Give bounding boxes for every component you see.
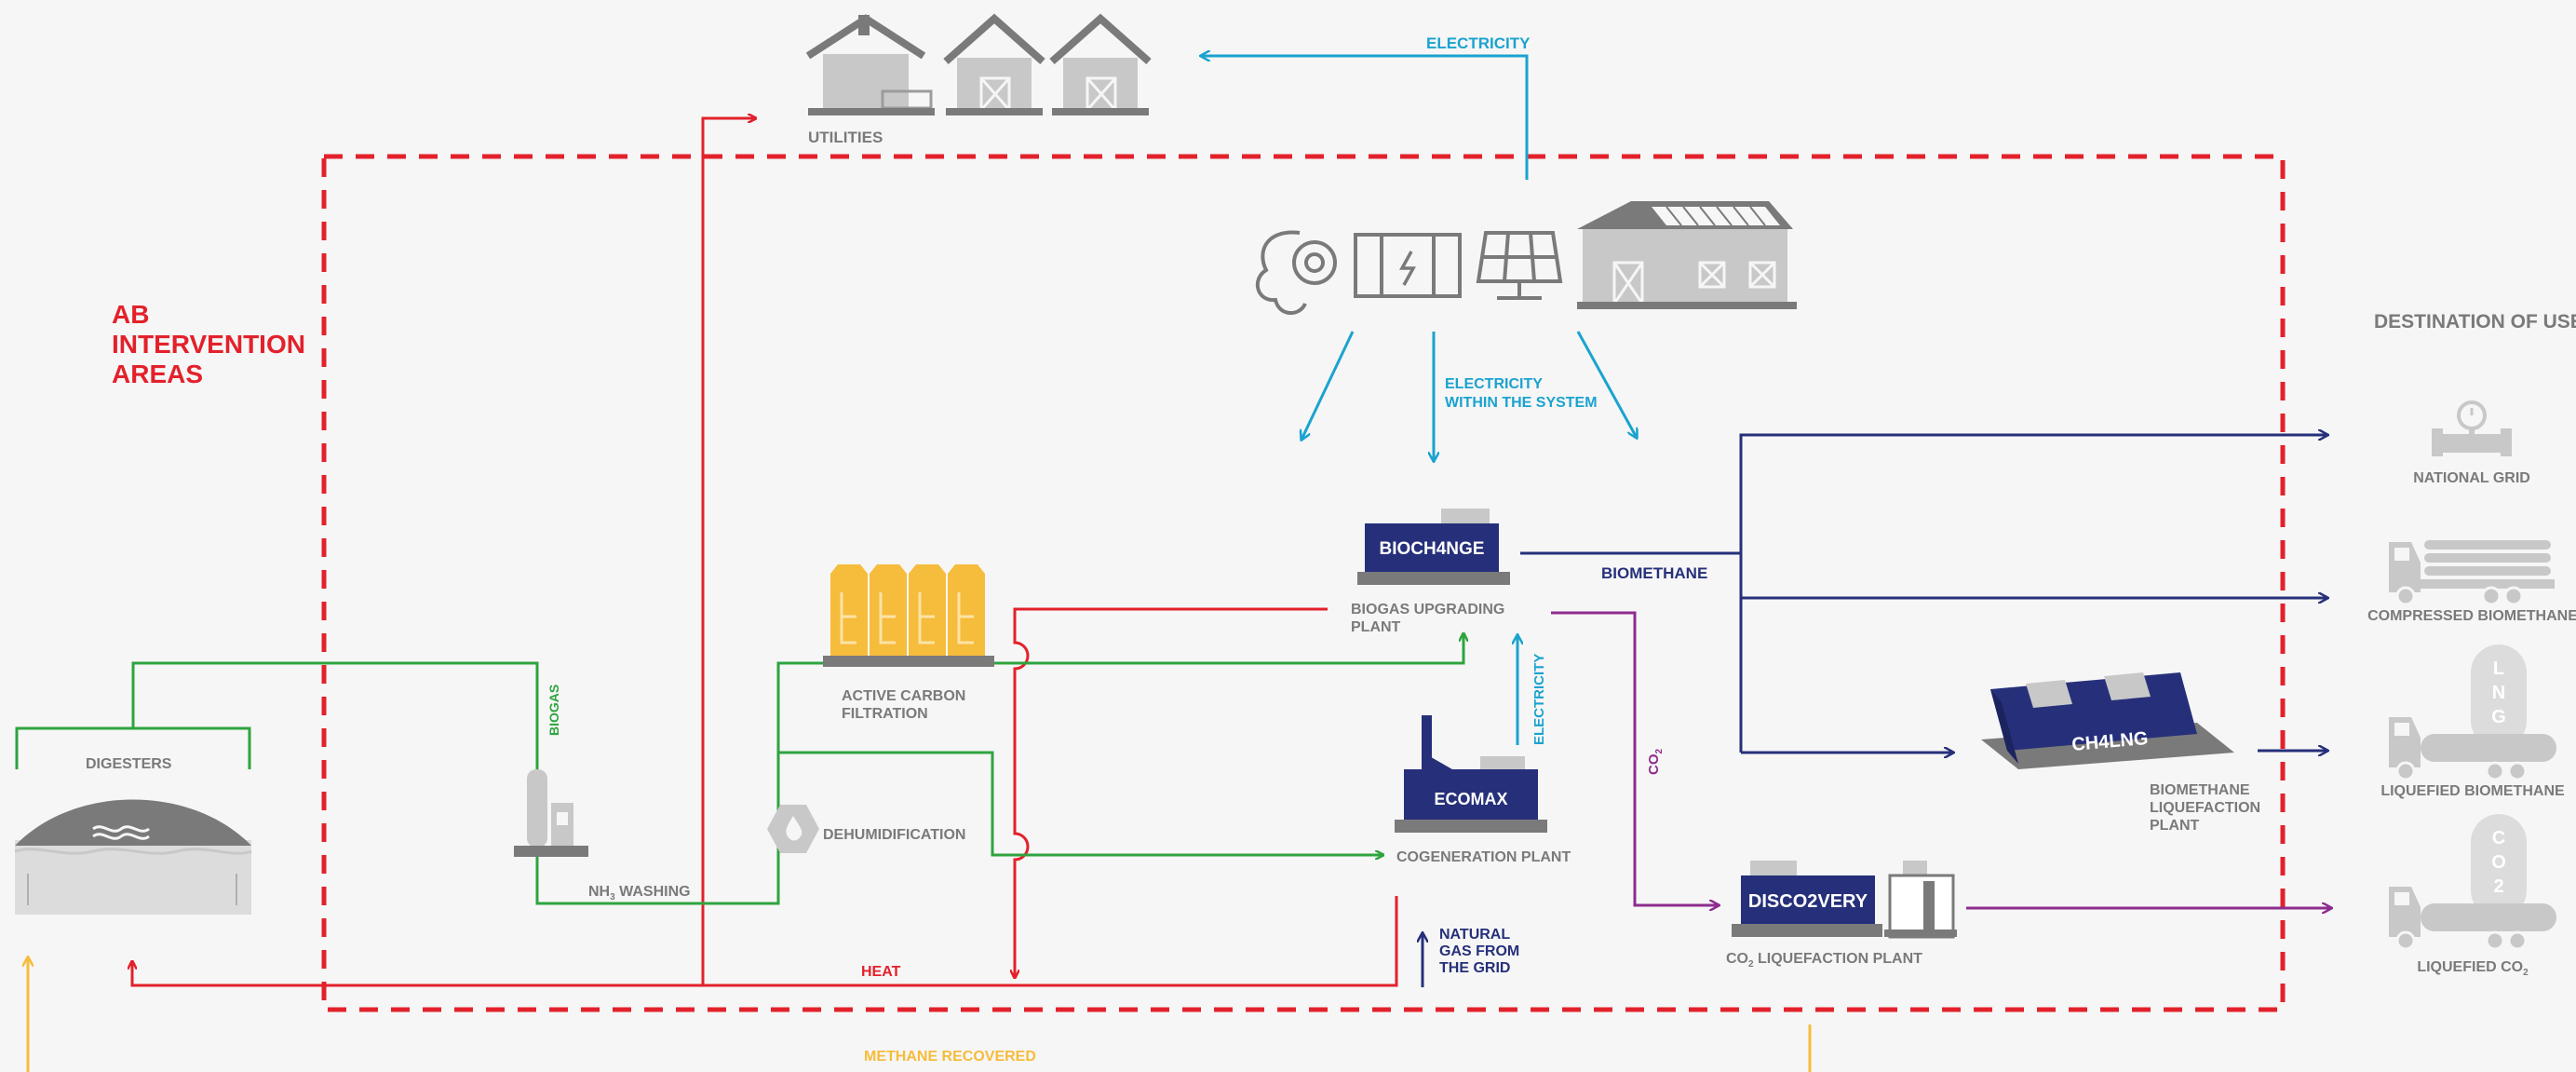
tank-letter: G [2491,707,2506,727]
barn-icon [1049,13,1152,115]
electricity-within-label-2: WITHIN THE SYSTEM [1445,395,1598,411]
tank-letter: C [2492,828,2505,848]
destination-of-use-title: DESTINATION OF USE [2374,311,2576,332]
svg-text:NH3 WASHING: NH3 WASHING [588,884,691,902]
co2-lines [1551,611,2331,908]
house-icon [805,14,935,115]
co2-liquefaction-plant-icon: DISCO2VERY [1732,861,1957,939]
biomethane-liquefaction-label-3: PLANT [2150,818,2200,834]
dehumidification-icon [767,805,819,853]
biogas-lines [15,633,1463,905]
co2-vertical-label: CO2 [1646,749,1665,776]
natural-gas-label-3: THE GRID [1439,960,1510,976]
brain-gear-icon [1255,230,1337,315]
electricity-vertical-label: ELECTRICITY [1531,654,1547,745]
natural-gas-label-2: GAS FROM [1439,943,1519,959]
electricity-lines [1201,56,1637,745]
ecomax-brand: ECOMAX [1434,790,1507,808]
tank-letter: N [2492,683,2505,703]
tank-letter: 2 [2493,876,2503,897]
compressed-biomethane-label: COMPRESSED BIOMETHANE [2367,608,2576,624]
biogas-label: BIOGAS [546,685,561,736]
disco2very-brand: DISCO2VERY [1748,891,1868,912]
biogas-upgrading-label-1: BIOGAS UPGRADING [1351,602,1504,617]
biomethane-label: BIOMETHANE [1601,564,1707,582]
lng-tank-truck-icon: L N G [2389,645,2556,781]
active-carbon-label-2: FILTRATION [842,706,928,722]
svg-text:LIQUEFIED CO2: LIQUEFIED CO2 [2417,959,2529,978]
digester-tank-icon [14,799,252,915]
biomethane-lines [1423,435,2327,987]
methane-recovered-label: METHANE RECOVERED [864,1049,1036,1065]
tank-letter: L [2493,658,2504,679]
biomethane-liquefaction-label-1: BIOMETHANE [2150,782,2250,798]
national-grid-label: NATIONAL GRID [2413,470,2530,486]
intervention-title-line-1: AB [112,300,149,329]
barn-icon [943,13,1045,115]
cogeneration-plant-icon: ECOMAX [1395,715,1547,833]
svg-text:CO2: CO2 [1646,749,1665,776]
svg-text:CO2 LIQUEFACTION PLANT: CO2 LIQUEFACTION PLANT [1726,951,1922,970]
liquefied-biomethane-label: LIQUEFIED BIOMETHANE [2380,783,2565,799]
electricity-top-label: ELECTRICITY [1426,34,1531,52]
heat-label: HEAT [861,964,901,980]
liquefied-co2-label: LIQUEFIED CO2 [2417,959,2529,978]
dehumidification-label: DEHUMIDIFICATION [823,827,965,843]
cogeneration-label: COGENERATION PLANT [1396,849,1571,865]
co2-liquefaction-label: CO2 LIQUEFACTION PLANT [1726,951,1922,970]
utilities-label: UTILITIES [808,129,883,146]
biomethane-liquefaction-plant-icon: CH4LNG [1981,672,2234,769]
energy-systems-icons [1255,201,1797,315]
biogas-upgrading-plant-icon: BIOCH4NGE [1357,509,1510,585]
utilities-houses [805,13,1152,115]
solar-barn-icon [1577,201,1797,309]
national-grid-icon [2432,400,2512,456]
co2-tank-truck-icon: C O 2 [2389,814,2556,951]
nh3-washing-tower-icon [514,769,588,857]
intervention-title-line-3: AREAS [112,360,203,388]
biochange-brand: BIOCH4NGE [1380,539,1485,559]
tank-letter: O [2491,852,2506,873]
electricity-within-label-1: ELECTRICITY [1445,376,1543,392]
tube-trailer-truck-icon [2389,540,2555,606]
active-carbon-label-1: ACTIVE CARBON [842,688,965,704]
natural-gas-label-1: NATURAL [1439,927,1510,943]
biogas-upgrading-label-2: PLANT [1351,619,1401,635]
solar-panel-icon [1476,231,1563,300]
biomethane-liquefaction-label-2: LIQUEFACTION [2150,800,2260,816]
intervention-areas-title: AB INTERVENTION AREAS [112,300,305,388]
intervention-title-line-2: INTERVENTION [112,330,305,359]
active-carbon-filtration-icon [823,564,994,667]
methane-recovered-lines [28,957,1812,1072]
digesters-label: DIGESTERS [86,756,172,772]
intervention-area-boundary [321,154,2286,1012]
battery-storage-icon [1354,233,1462,298]
nh3-washing-label: NH3 WASHING [588,884,691,902]
